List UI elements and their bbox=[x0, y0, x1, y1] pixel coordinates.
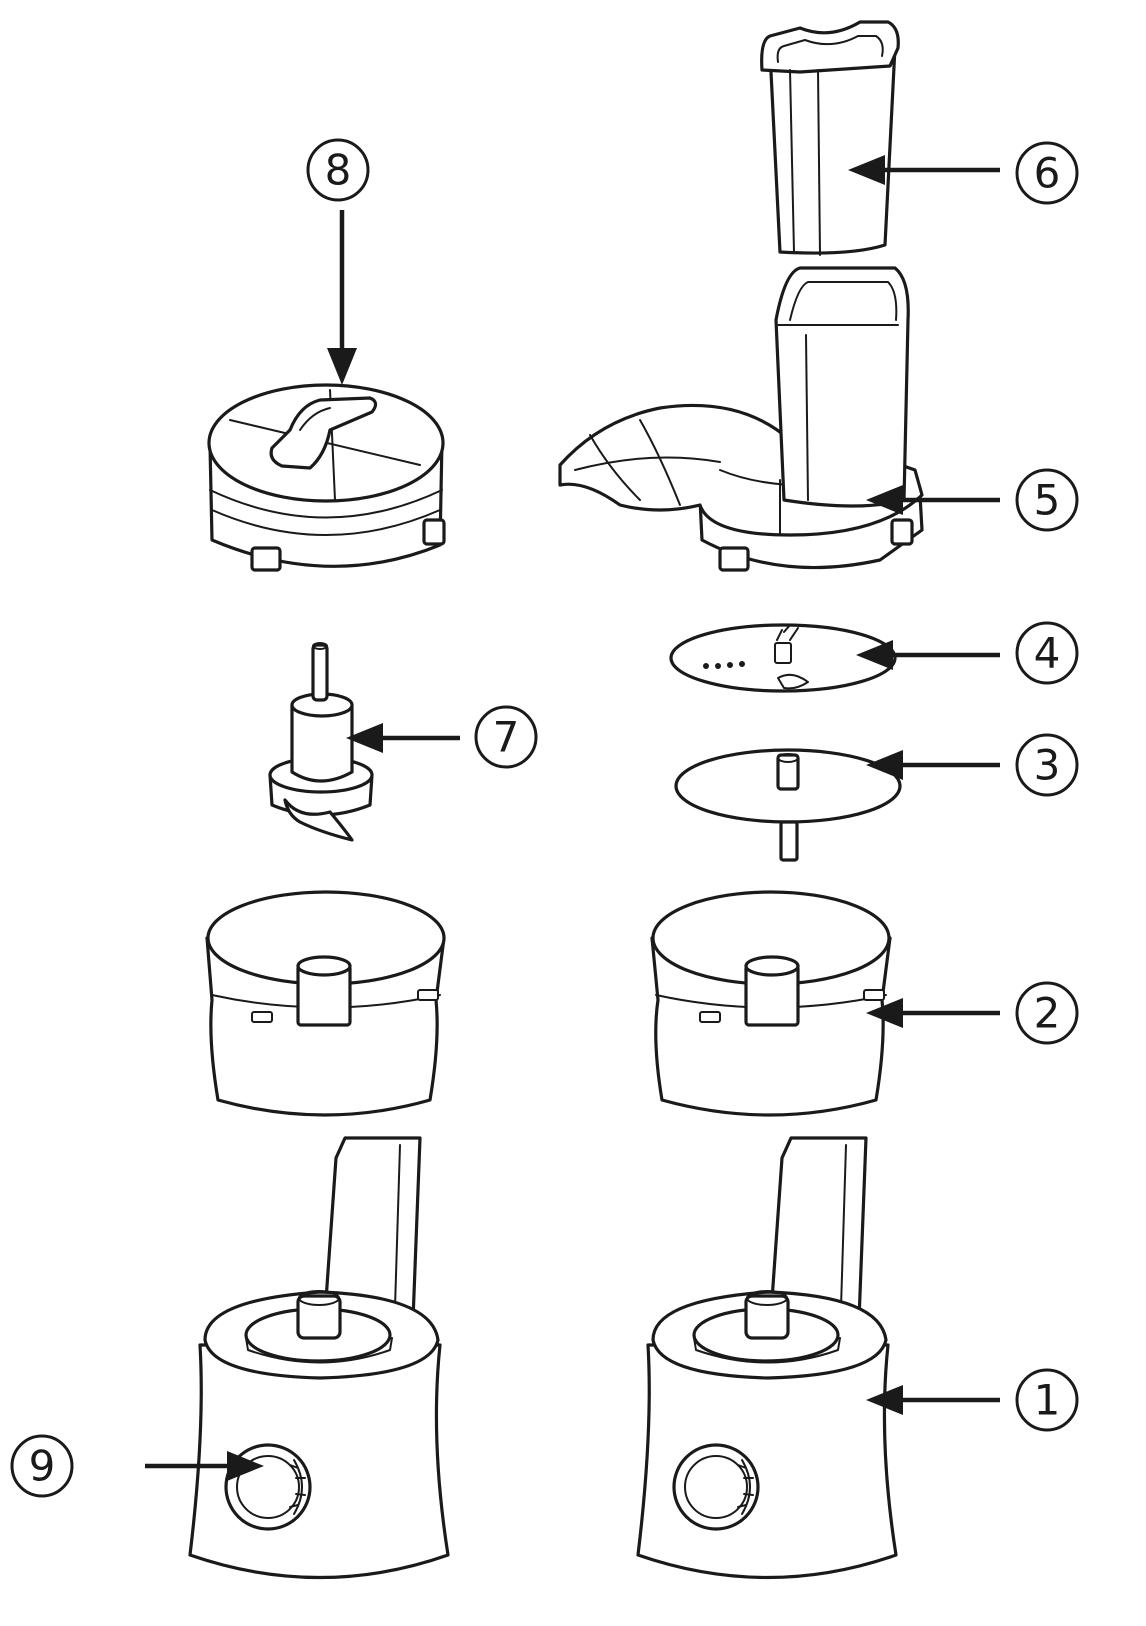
callout-3: 3 bbox=[1015, 733, 1079, 797]
bowl-right bbox=[650, 890, 892, 1117]
motor-base-left bbox=[188, 1136, 450, 1580]
callout-6: 6 bbox=[1015, 141, 1079, 205]
food-pusher bbox=[760, 20, 900, 256]
callout-9-label: 9 bbox=[29, 1442, 56, 1491]
callout-7: 7 bbox=[474, 705, 538, 769]
callout-7-label: 7 bbox=[493, 713, 520, 762]
motor-base-right bbox=[636, 1136, 898, 1580]
callout-2: 2 bbox=[1015, 981, 1079, 1045]
callout-2-label: 2 bbox=[1034, 989, 1061, 1038]
lid bbox=[207, 383, 446, 572]
feed-tube-lid bbox=[558, 266, 924, 572]
chopping-blade bbox=[268, 642, 374, 842]
callout-8-label: 8 bbox=[325, 146, 352, 195]
callout-5-label: 5 bbox=[1034, 476, 1061, 525]
callout-8: 8 bbox=[306, 138, 370, 202]
disc-holder bbox=[674, 748, 902, 862]
callout-3-label: 3 bbox=[1034, 741, 1061, 790]
slicing-disc bbox=[669, 623, 897, 693]
callout-5: 5 bbox=[1015, 468, 1079, 532]
callout-4: 4 bbox=[1015, 621, 1079, 685]
callout-4-label: 4 bbox=[1034, 629, 1061, 678]
bowl-left bbox=[205, 890, 446, 1117]
callout-9: 9 bbox=[10, 1434, 74, 1498]
arrows bbox=[145, 155, 1000, 1481]
callout-1: 1 bbox=[1015, 1368, 1079, 1432]
callout-1-label: 1 bbox=[1034, 1376, 1061, 1425]
callout-6-label: 6 bbox=[1034, 149, 1061, 198]
